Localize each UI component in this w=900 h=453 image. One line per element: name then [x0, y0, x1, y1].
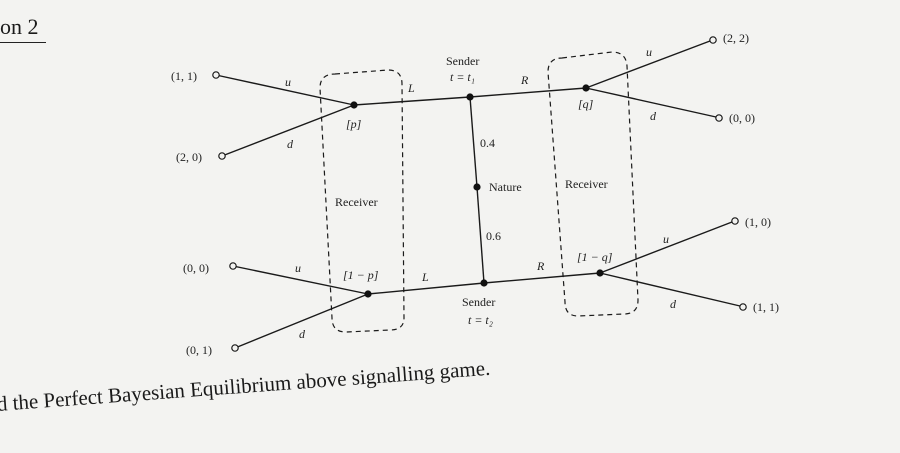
receiver-node-bottom-right — [596, 269, 604, 277]
terminal-node-bottom-left-d — [231, 344, 239, 352]
sender-bottom-label: Sender — [462, 295, 495, 309]
action-d-bottom-left-edge — [234, 293, 369, 349]
action-d-bottom-left-label: d — [299, 327, 306, 341]
message-R-bottom-label: R — [536, 259, 545, 273]
receiver-node-top-left — [350, 101, 358, 109]
action-d-bottom-right-edge — [599, 272, 741, 307]
section-heading: on 2 — [0, 14, 39, 39]
receiver-node-bottom-left — [364, 290, 372, 298]
message-R-bottom-edge — [483, 272, 601, 284]
action-d-top-left-label: d — [287, 137, 294, 151]
sender-top-label: Sender — [446, 54, 479, 68]
receiver-right-label: Receiver — [565, 177, 608, 191]
action-d-bottom-right-label: d — [670, 297, 677, 311]
payoff-bottom-left-u: (0, 0) — [183, 261, 209, 275]
type-top-label: t = t₁ — [450, 70, 475, 84]
nature-to-top-edge — [469, 96, 478, 188]
prob-bottom-label: 0.6 — [486, 229, 501, 243]
action-u-top-right-edge — [585, 40, 711, 89]
receiver-left-label: Receiver — [335, 195, 378, 209]
action-u-top-left-label: u — [285, 75, 291, 89]
belief-p-label: [p] — [346, 117, 362, 131]
type-bottom-label: t = t₂ — [468, 313, 493, 327]
terminal-node-bottom-left-u — [229, 262, 237, 270]
message-L-top-label: L — [407, 81, 415, 95]
terminal-node-bottom-right-u — [731, 217, 739, 225]
action-u-top-right-label: u — [646, 45, 652, 59]
action-u-bottom-left-label: u — [295, 261, 301, 275]
sender-node-bottom — [480, 279, 488, 287]
message-L-top-edge — [353, 96, 471, 106]
belief-1mp-label: [1 − p] — [343, 268, 379, 282]
payoff-bottom-right-d: (1, 1) — [753, 300, 779, 314]
action-d-top-right-label: d — [650, 109, 657, 123]
action-d-top-left-edge — [221, 104, 355, 157]
payoff-top-left-u: (1, 1) — [171, 69, 197, 83]
action-u-top-left-edge — [215, 74, 355, 106]
action-d-top-right-edge — [585, 87, 717, 118]
payoff-top-right-u: (2, 2) — [723, 31, 749, 45]
receiver-node-top-right — [582, 84, 590, 92]
terminal-node-bottom-right-d — [739, 303, 747, 311]
terminal-node-top-right-d — [715, 114, 723, 122]
nature-to-bottom-edge — [476, 186, 485, 284]
payoff-top-right-d: (0, 0) — [729, 111, 755, 125]
message-L-bottom-label: L — [421, 270, 429, 284]
nature-node — [473, 183, 481, 191]
sender-node-top — [466, 93, 474, 101]
receiver-info-set-left — [319, 69, 405, 333]
action-u-bottom-right-edge — [599, 221, 733, 274]
message-L-bottom-edge — [367, 282, 485, 295]
terminal-node-top-left-d — [218, 152, 226, 160]
belief-q-label: [q] — [578, 97, 594, 111]
belief-1mq-label: [1 − q] — [577, 250, 613, 264]
receiver-info-set-right — [547, 51, 639, 317]
message-R-top-label: R — [520, 73, 529, 87]
message-R-top-edge — [469, 87, 587, 98]
action-u-bottom-right-label: u — [663, 232, 669, 246]
payoff-top-left-d: (2, 0) — [176, 150, 202, 164]
payoff-bottom-right-u: (1, 0) — [745, 215, 771, 229]
terminal-node-top-left-u — [212, 71, 220, 79]
nature-label: Nature — [489, 180, 522, 194]
terminal-node-top-right-u — [709, 36, 717, 44]
prob-top-label: 0.4 — [480, 136, 495, 150]
action-u-bottom-left-edge — [232, 265, 369, 295]
heading-underline — [0, 42, 46, 43]
payoff-bottom-left-d: (0, 1) — [186, 343, 212, 357]
